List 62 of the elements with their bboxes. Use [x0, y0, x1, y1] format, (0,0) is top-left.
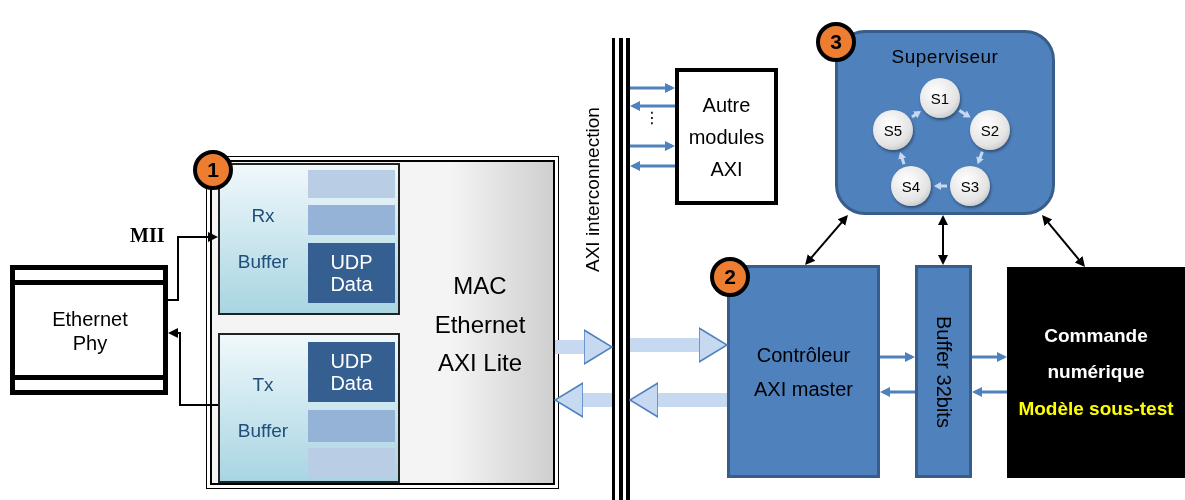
node-text: S5	[883, 121, 903, 139]
node-text: Tx Buffer	[236, 373, 290, 443]
node-text: Rx Buffer	[236, 204, 290, 274]
arrow	[934, 182, 947, 190]
node-text: Superviseur	[891, 46, 999, 68]
node-text: MAC Ethernet AXI Lite	[433, 271, 527, 379]
ellipsis-mark: ⋮	[644, 110, 660, 126]
state-circle	[950, 166, 990, 206]
buffer-panel	[218, 163, 400, 315]
state-circle	[920, 78, 960, 118]
interconnect-bus	[612, 38, 630, 500]
buffer-slot	[308, 170, 395, 198]
arrow	[880, 387, 915, 397]
bus-label: AXI interconnection	[581, 106, 604, 275]
state-circle	[891, 166, 931, 206]
arrow	[168, 328, 219, 406]
node-text: Autre modules AXI	[687, 92, 766, 182]
block-arrow	[629, 382, 727, 418]
node-text: UDP Data	[329, 350, 374, 394]
arrow	[911, 110, 921, 119]
module-box	[675, 68, 778, 205]
process-box	[727, 265, 880, 478]
model-box	[1007, 267, 1185, 478]
arrow	[805, 215, 848, 265]
node-text: S4	[901, 177, 921, 195]
node-text: Commande numérique	[1043, 324, 1149, 385]
arrow	[880, 352, 915, 362]
node-text: S1	[930, 89, 950, 107]
buffer-slot	[308, 205, 395, 235]
arrow	[1042, 215, 1085, 267]
arrow	[630, 101, 675, 111]
node-text: Modèle sous-test	[1017, 396, 1175, 421]
arrow	[972, 352, 1007, 362]
arrow	[167, 232, 218, 301]
buffer-slot	[308, 410, 395, 442]
node-text: S2	[980, 121, 1000, 139]
callout-number: 2	[710, 257, 750, 297]
arrow	[898, 151, 907, 165]
arrow	[938, 215, 948, 265]
block-arrow	[555, 329, 613, 365]
node-text: Buffer 32bits	[931, 315, 956, 428]
udp-data-block	[308, 243, 395, 303]
block-arrow	[630, 327, 728, 363]
node-text: Ethernet Phy	[51, 307, 129, 355]
arrow	[976, 151, 984, 165]
block-arrow	[554, 382, 612, 418]
buffer-panel	[218, 333, 400, 483]
arrow	[958, 109, 971, 118]
node-text: UDP Data	[329, 251, 374, 295]
arrow	[630, 161, 675, 171]
callout-number: 3	[816, 22, 856, 62]
process-box	[915, 265, 972, 478]
arrow	[630, 141, 675, 151]
node-text: S3	[960, 177, 980, 195]
state-circle	[873, 110, 913, 150]
callout-number: 1	[193, 150, 233, 190]
state-circle	[970, 110, 1010, 150]
phy-box	[10, 265, 168, 395]
arrow	[972, 387, 1007, 397]
node-text: Contrôleur AXI master	[753, 342, 854, 402]
udp-data-block	[308, 342, 395, 402]
arrow	[630, 83, 675, 93]
